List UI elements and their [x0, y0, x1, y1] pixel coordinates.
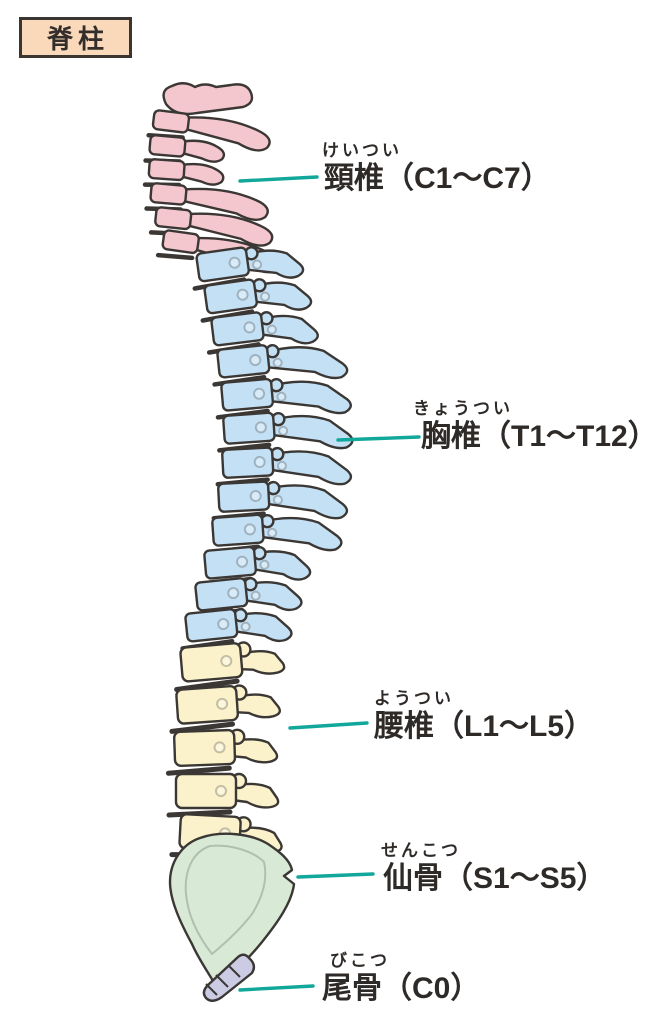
label-cervical: けいつい 頸椎（C1～C7） — [322, 141, 551, 195]
label-thoracic-furigana: きょうつい — [413, 399, 513, 418]
leader-line-cervical — [238, 175, 319, 183]
label-coccyx-text: 尾骨（C0） — [322, 972, 481, 1005]
coccyx-bone — [202, 953, 256, 1002]
vertebra — [169, 683, 281, 732]
vertebra-c1 — [162, 82, 254, 116]
label-thoracic: きょうつい 胸椎（T1～T12） — [413, 399, 651, 453]
label-lumbar-furigana: ようつい — [374, 689, 454, 708]
coccyx-segment-lines — [205, 964, 241, 996]
spine-figure — [145, 82, 353, 1002]
lumbar-section — [167, 639, 285, 860]
vertebra — [167, 728, 278, 773]
vertebra — [169, 774, 278, 815]
label-coccyx-furigana: びこつ — [330, 951, 390, 970]
label-coccyx: びこつ 尾骨（C0） — [322, 951, 480, 1005]
label-sacrum: せんこつ 仙骨（S1～S5） — [381, 841, 607, 895]
diagram-title: 脊柱 — [19, 17, 132, 58]
label-cervical-text: 頸椎（C1～C7） — [324, 162, 551, 195]
label-sacrum-furigana: せんこつ — [381, 841, 461, 860]
leader-line-thoracic — [336, 435, 421, 442]
label-lumbar: ようつい 腰椎（L1～L5） — [374, 689, 594, 743]
label-cervical-furigana: けいつい — [322, 141, 402, 160]
thoracic-section — [179, 240, 353, 652]
leader-line-lumbar — [288, 721, 369, 730]
coccyx-section — [202, 953, 256, 1002]
diagram-title-text: 脊柱 — [46, 24, 109, 54]
label-thoracic-text: 胸椎（T1～T12） — [421, 420, 651, 453]
leader-line-sacrum — [296, 872, 375, 879]
cervical-section — [145, 82, 281, 274]
label-sacrum-text: 仙骨（S1～S5） — [383, 862, 607, 895]
leader-line-coccyx — [238, 984, 315, 992]
sacrum-inner-line — [184, 844, 267, 955]
vertebra — [173, 639, 285, 689]
leader-lines — [238, 175, 421, 992]
label-lumbar-text: 腰椎（L1～L5） — [374, 710, 595, 743]
